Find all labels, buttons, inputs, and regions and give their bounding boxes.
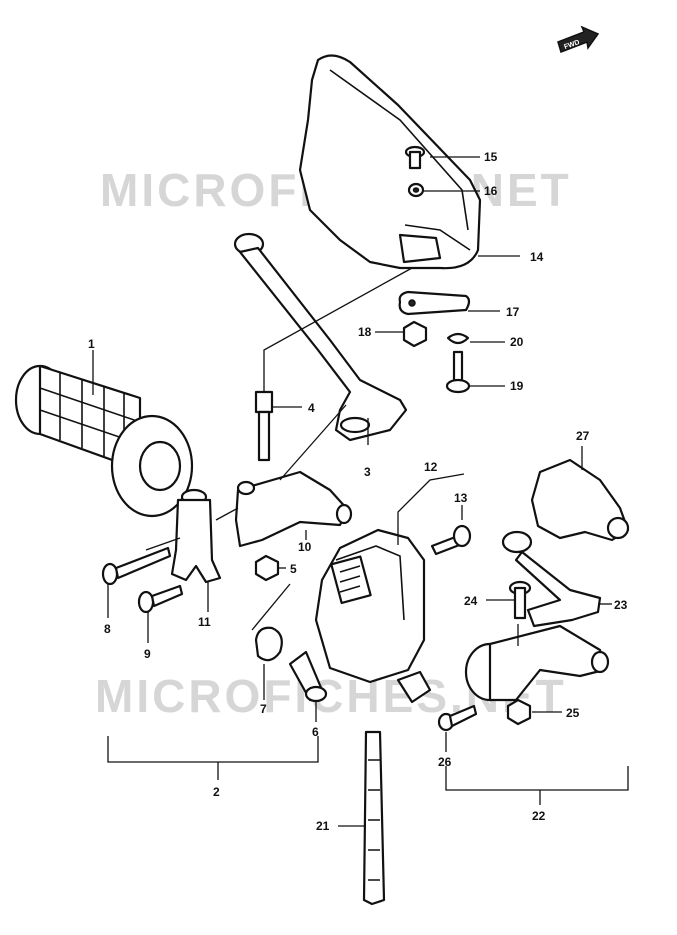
- callout-6: 6: [312, 725, 319, 739]
- cable-tie-part: [362, 730, 386, 906]
- callout-26: 26: [438, 755, 452, 769]
- nut-part-5: [254, 554, 280, 582]
- bolt-part-19: [445, 350, 471, 394]
- callout-16: 16: [484, 184, 498, 198]
- screw-part: [404, 145, 426, 170]
- washer-hole: [412, 187, 420, 193]
- fwd-arrow-icon: FWD: [557, 25, 600, 53]
- callout-21: 21: [316, 819, 330, 833]
- pin-part: [508, 580, 532, 620]
- callout-10: 10: [298, 540, 312, 554]
- callout-20: 20: [510, 335, 524, 349]
- callout-11: 11: [198, 615, 211, 629]
- screw-part-13: [430, 524, 472, 556]
- clutch-lever-part: [233, 232, 408, 442]
- leader-lines: [92, 156, 629, 827]
- callout-1: 1: [88, 337, 95, 351]
- plate-part: [398, 290, 471, 316]
- callout-5: 5: [290, 562, 297, 576]
- grip-part: [14, 364, 194, 518]
- callout-17: 17: [506, 305, 520, 319]
- callout-14: 14: [530, 250, 544, 264]
- clamp-bracket-part-11: [170, 488, 222, 584]
- callout-8: 8: [104, 622, 111, 636]
- callout-24: 24: [464, 594, 478, 608]
- callout-18: 18: [358, 325, 372, 339]
- callout-19: 19: [510, 379, 524, 393]
- callout-12: 12: [424, 460, 438, 474]
- callout-7: 7: [260, 702, 267, 716]
- hot-start-lever-part: [501, 530, 602, 628]
- callout-9: 9: [144, 647, 151, 661]
- callouts: 1 2 3 4 5 6 7 8 9 10 11 12 13 14 15 16 1…: [88, 150, 628, 833]
- hand-guard-part: [298, 54, 482, 270]
- callout-25: 25: [566, 706, 580, 720]
- callout-13: 13: [454, 491, 468, 505]
- callout-27: 27: [576, 429, 590, 443]
- callout-2: 2: [213, 785, 220, 799]
- clip-part: [254, 626, 283, 662]
- nut-part-25: [506, 698, 532, 726]
- callout-23: 23: [614, 598, 628, 612]
- screw-part-26: [437, 704, 478, 732]
- switch-housing-part: [314, 528, 432, 704]
- screw-part-9: [137, 584, 184, 614]
- screw-part-8: [101, 546, 172, 586]
- washer-part-20: [446, 332, 470, 345]
- callout-15: 15: [484, 150, 498, 164]
- callout-22: 22: [532, 809, 546, 823]
- nut-part-18: [402, 320, 428, 348]
- cover-part: [530, 458, 630, 542]
- callout-3: 3: [364, 465, 371, 479]
- pivot-bolt-part: [254, 390, 274, 462]
- plate-hole: [408, 299, 416, 307]
- callout-4: 4: [308, 401, 315, 415]
- lever-holder-part: [234, 470, 353, 548]
- screw-part-6: [288, 650, 328, 703]
